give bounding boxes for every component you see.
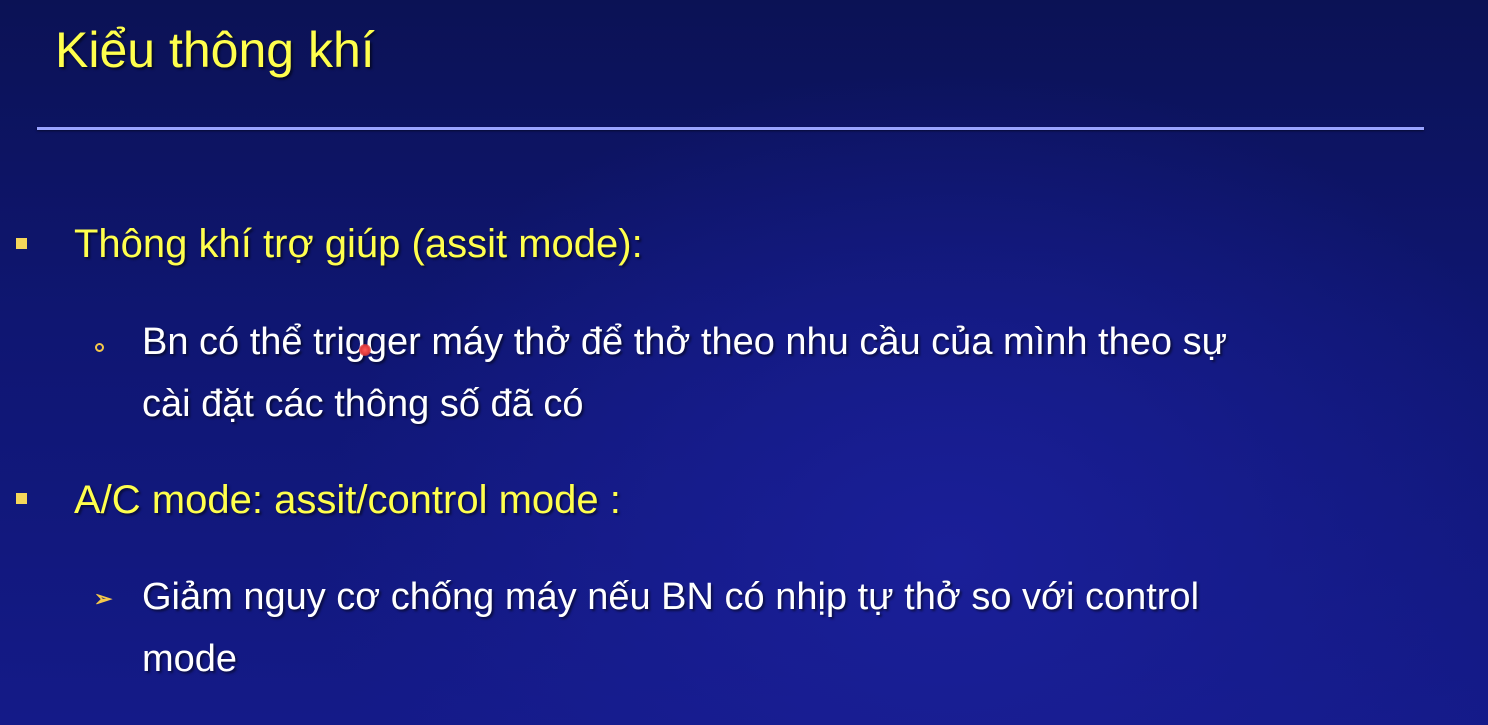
section-2-line-2: mode (142, 638, 238, 680)
square-bullet-icon (16, 238, 27, 249)
section-1-line-2: cài đặt các thông số đã có (142, 383, 584, 425)
section-1-heading: Thông khí trợ giúp (assit mode): (74, 222, 643, 266)
laser-pointer-icon (359, 344, 371, 356)
title-divider (37, 127, 1424, 130)
slide-title: Kiểu thông khí (55, 22, 375, 78)
section-1-body: Bn có thể trigger máy thở để thở theo nh… (142, 311, 1472, 435)
section-2-body: Giảm nguy cơ chống máy nếu BN có nhịp tự… (142, 566, 1472, 690)
square-bullet-icon (16, 493, 27, 504)
arrow-bullet-icon: ➢ (94, 586, 113, 611)
circle-bullet-icon (95, 343, 104, 352)
section-2-heading: A/C mode: assit/control mode : (74, 478, 621, 522)
section-1-line-1: Bn có thể trigger máy thở để thở theo nh… (142, 321, 1228, 363)
section-2-line-1: Giảm nguy cơ chống máy nếu BN có nhịp tự… (142, 576, 1200, 618)
